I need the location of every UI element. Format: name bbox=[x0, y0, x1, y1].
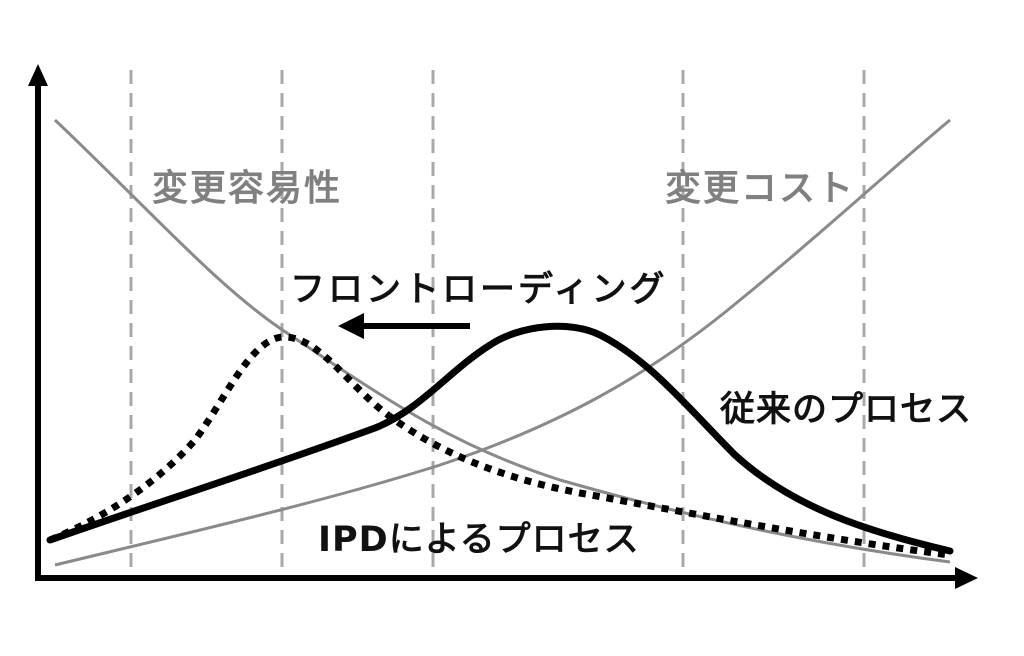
front-loading-arrow bbox=[338, 313, 470, 339]
cost-of-change-label: 変更コスト bbox=[665, 168, 856, 209]
traditional-process-curve bbox=[46, 322, 954, 555]
y-axis bbox=[28, 64, 48, 580]
x-axis-arrow-icon bbox=[955, 567, 978, 589]
x-axis bbox=[35, 567, 978, 589]
ease-of-change-curve bbox=[53, 118, 951, 564]
ease-of-change-label: 変更容易性 bbox=[152, 168, 343, 209]
ipd-process-label: IPDによるプロセス bbox=[318, 520, 640, 560]
cost-of-change-curve bbox=[54, 118, 951, 567]
traditional-process-label: 従来のプロセス bbox=[720, 390, 973, 430]
ipd-process-curve bbox=[48, 333, 951, 559]
y-axis-arrow-icon bbox=[28, 64, 48, 86]
front-loading-label: フロントローディング bbox=[290, 270, 668, 310]
phase-dividers bbox=[129, 70, 866, 578]
